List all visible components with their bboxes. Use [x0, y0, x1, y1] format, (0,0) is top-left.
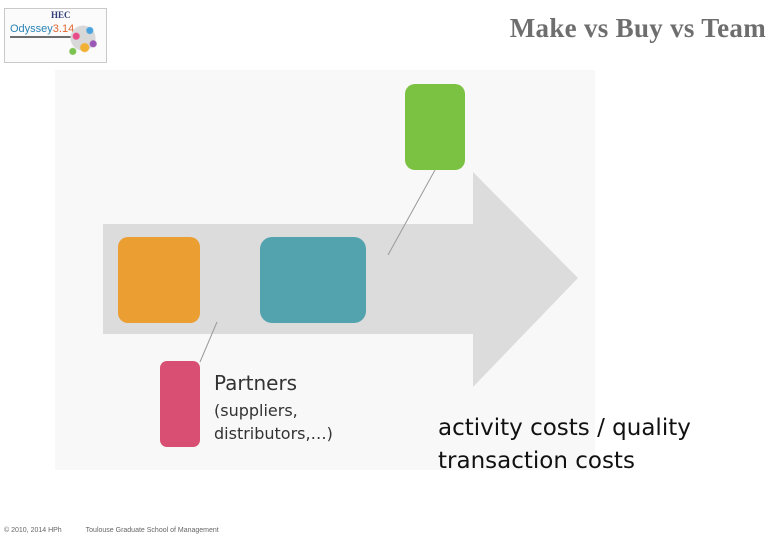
partners-subtitle: (suppliers, distributors,…): [214, 401, 333, 443]
slide-footer: © 2010, 2014 HPh Toulouse Graduate Schoo…: [4, 527, 219, 534]
connector-pink-to-arrow: [199, 321, 218, 363]
metric-activity-costs: activity costs / quality: [438, 415, 691, 441]
odyssey-logo: HEC Odyssey3.14: [4, 8, 107, 63]
activity-block-teal: [260, 237, 366, 323]
connector-green-to-arrow: [387, 169, 436, 256]
logo-dots-graphic: [66, 21, 100, 59]
logo-divider: [10, 36, 72, 38]
partners-block-pink: [160, 361, 200, 447]
activity-block-green: [405, 84, 465, 170]
partners-label: Partners (suppliers, distributors,…): [214, 370, 404, 445]
partners-title: Partners: [214, 371, 298, 395]
hec-wordmark: HEC: [51, 10, 71, 20]
logo-brand-main: Odyssey: [10, 23, 53, 35]
footer-school: Toulouse Graduate School of Management: [85, 527, 219, 534]
metric-transaction-costs: transaction costs: [438, 448, 635, 474]
footer-copyright: © 2010, 2014 HPh: [4, 527, 62, 534]
slide-title: Make vs Buy vs Team: [509, 13, 766, 43]
activity-block-orange: [118, 237, 200, 323]
cost-metrics: activity costs / quality transaction cos…: [438, 412, 691, 478]
